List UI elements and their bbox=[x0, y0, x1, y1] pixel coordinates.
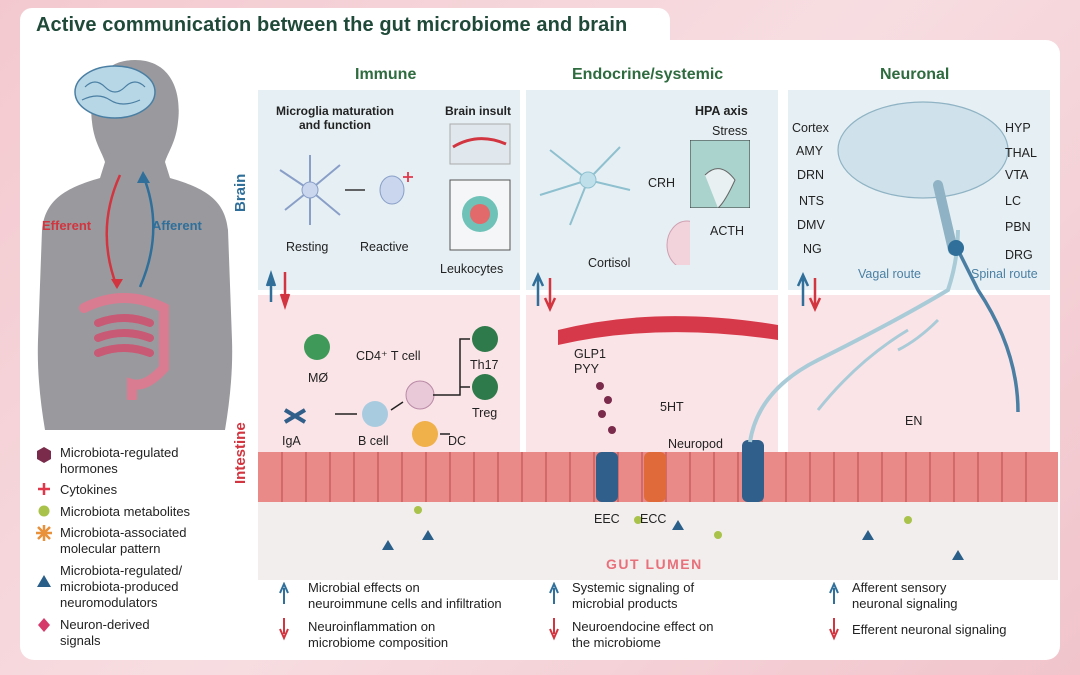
region-nts: NTS bbox=[799, 194, 824, 208]
footer-endo-up: Systemic signaling of microbial products bbox=[572, 580, 695, 611]
hormone-hexagons bbox=[596, 382, 616, 434]
en-label: EN bbox=[905, 414, 923, 428]
iga-label: IgA bbox=[282, 434, 301, 448]
ecc-label: ECC bbox=[640, 512, 667, 526]
region-amy: AMY bbox=[796, 144, 824, 158]
cd4-tcell-label: CD4⁺ T cell bbox=[356, 349, 421, 363]
hexagon-icon bbox=[37, 447, 51, 463]
footer-arrows bbox=[279, 582, 839, 641]
resting-label: Resting bbox=[286, 240, 329, 254]
figure-title: Active communication between the gut mic… bbox=[36, 14, 628, 36]
hpa-axis-label: HPA axis bbox=[695, 104, 748, 118]
dc-label: DC bbox=[448, 434, 467, 448]
stress-label: Stress bbox=[712, 124, 748, 138]
burst-icon bbox=[36, 525, 52, 541]
macrophage-label: MØ bbox=[308, 371, 329, 385]
legend-icons bbox=[36, 447, 52, 632]
cortisol-label: Cortisol bbox=[588, 256, 631, 270]
neuronal-column-head: Neuronal bbox=[880, 66, 950, 83]
brain-icon bbox=[74, 65, 156, 119]
region-lc: LC bbox=[1005, 194, 1021, 208]
neuronal-arrows bbox=[796, 272, 822, 312]
immune-column-head: Immune bbox=[355, 66, 417, 83]
reactive-label: Reactive bbox=[360, 240, 409, 254]
spinal-route-label: Spinal route bbox=[971, 267, 1038, 281]
legend-hormones: Microbiota-regulated hormones bbox=[60, 445, 179, 476]
brain-side-label: Brain bbox=[232, 173, 249, 212]
brain-insult-illustration bbox=[449, 123, 511, 251]
legend-cytokines: Cytokines bbox=[60, 482, 118, 497]
footer-endo-down: Neuroendocine effect on the microbiome bbox=[572, 619, 714, 650]
acth-label: ACTH bbox=[710, 224, 745, 238]
5ht-label: 5HT bbox=[660, 400, 684, 414]
eec-label: EEC bbox=[594, 512, 620, 526]
region-ng: NG bbox=[803, 242, 822, 256]
intestine-side-label: Intestine bbox=[232, 422, 249, 484]
body-silhouette bbox=[37, 60, 233, 430]
efferent-label: Efferent bbox=[42, 218, 92, 233]
footer-neuro-up: Afferent sensory neuronal signaling bbox=[852, 580, 958, 611]
efferent-afferent-arrows bbox=[105, 171, 155, 289]
legend-neuron-signals: Neuron-derived signals bbox=[60, 617, 150, 648]
intestine-icon bbox=[79, 293, 169, 400]
panels-background bbox=[258, 90, 1058, 580]
region-drn: DRN bbox=[797, 168, 825, 182]
region-hyp: HYP bbox=[1005, 121, 1031, 135]
region-cortex: Cortex bbox=[792, 121, 829, 135]
immune-gut-cells bbox=[265, 270, 498, 447]
legend-mamp: Microbiota-associated molecular pattern bbox=[60, 525, 187, 556]
hpa-axis-illustration bbox=[690, 140, 750, 208]
region-vta: VTA bbox=[1005, 168, 1029, 182]
endocrine-brain-illustration bbox=[539, 146, 690, 265]
crh-label: CRH bbox=[648, 176, 676, 190]
afferent-label: Afferent bbox=[152, 218, 202, 233]
neuropod-label: Neuropod bbox=[668, 437, 723, 451]
brain-insult-label: Brain insult bbox=[445, 104, 512, 118]
footer-immune-up: Microbial effects on neuroimmune cells a… bbox=[308, 580, 502, 611]
glp1-label: GLP1 bbox=[574, 347, 606, 361]
th17-label: Th17 bbox=[470, 358, 499, 372]
footer-immune-down: Neuroinflammation on microbiome composit… bbox=[308, 619, 449, 650]
region-pbn: PBN bbox=[1005, 220, 1031, 234]
star-icon bbox=[38, 483, 50, 495]
triangle-icon bbox=[37, 575, 51, 587]
footer-neuro-down: Efferent neuronal signaling bbox=[852, 622, 1007, 637]
gut-lumen-label: GUT LUMEN bbox=[606, 556, 703, 572]
vagal-route-label: Vagal route bbox=[858, 267, 922, 281]
leukocytes-label: Leukocytes bbox=[440, 262, 504, 276]
microglia-title: Microglia maturation and function bbox=[276, 104, 395, 132]
legend-metabolites: Microbiota metabolites bbox=[60, 504, 191, 519]
circle-icon bbox=[38, 505, 50, 517]
endocrine-column-head: Endocrine/systemic bbox=[572, 66, 724, 83]
endocrine-arrows bbox=[531, 272, 557, 312]
region-dmv: DMV bbox=[797, 218, 825, 232]
microglia-cells bbox=[279, 155, 413, 225]
legend-neuromodulators: Microbiota-regulated/ microbiota-produce… bbox=[60, 563, 183, 610]
treg-label: Treg bbox=[472, 406, 498, 420]
region-drg: DRG bbox=[1005, 248, 1033, 262]
diamond-icon bbox=[38, 618, 50, 632]
bcell-label: B cell bbox=[358, 434, 389, 448]
region-thal: THAL bbox=[1005, 146, 1037, 160]
pyy-label: PYY bbox=[574, 362, 600, 376]
